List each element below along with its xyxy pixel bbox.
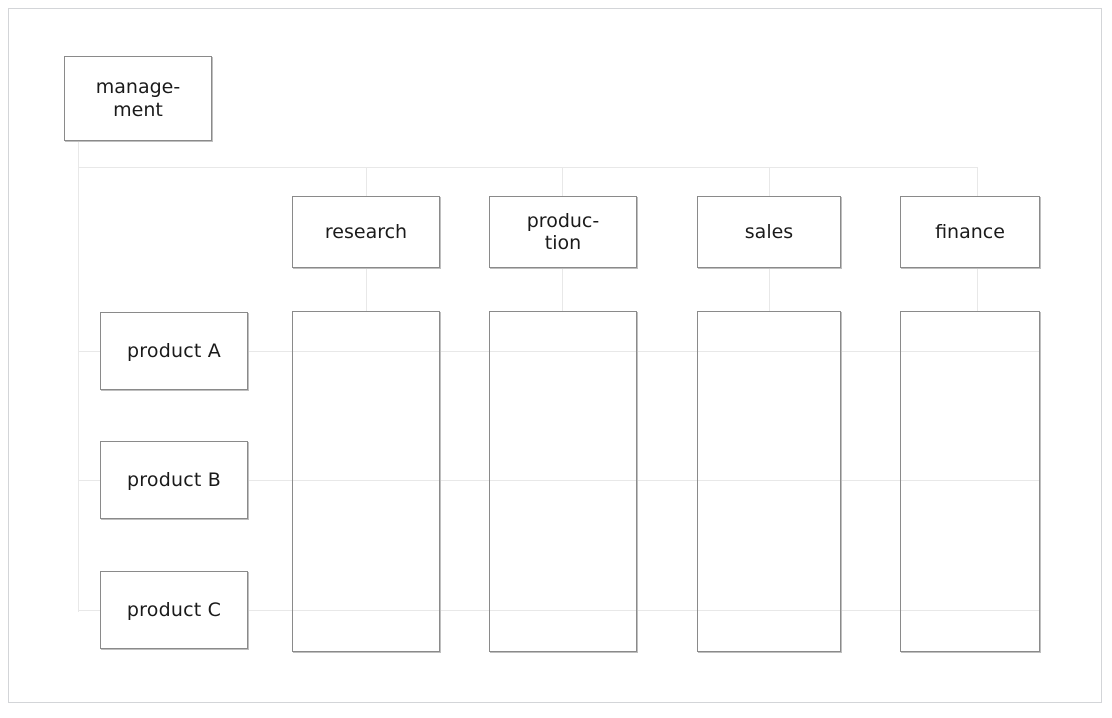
connector-drop-finance: [977, 167, 978, 197]
node-management-label: manage- ment: [95, 76, 181, 121]
connector-sales-column: [769, 268, 770, 311]
connector-drop-sales: [769, 167, 770, 197]
node-department-production-label: produc- tion: [526, 209, 600, 254]
connector-research-column: [366, 268, 367, 311]
column-finance[interactable]: [900, 311, 1040, 652]
connector-drop-research: [366, 167, 367, 197]
column-sales[interactable]: [697, 311, 841, 652]
connector-finance-column: [977, 268, 978, 311]
node-department-finance-label: finance: [935, 220, 1005, 243]
node-product-b-label: product B: [127, 468, 221, 491]
connector-department-bar: [78, 167, 978, 168]
node-department-production[interactable]: produc- tion: [489, 196, 637, 268]
connector-drop-production: [562, 167, 563, 197]
column-production[interactable]: [489, 311, 637, 652]
connector-product-c-rail: [78, 610, 1040, 611]
node-department-research-label: research: [324, 220, 408, 243]
node-product-c-label: product C: [126, 598, 222, 621]
node-department-sales[interactable]: sales: [697, 196, 841, 268]
node-management[interactable]: manage- ment: [64, 56, 212, 141]
connector-product-b-rail: [78, 480, 1040, 481]
node-product-a-label: product A: [127, 339, 221, 362]
connector-management-spine: [78, 140, 79, 612]
connector-product-a-rail: [78, 351, 1040, 352]
connector-production-column: [562, 268, 563, 311]
node-department-research[interactable]: research: [292, 196, 440, 268]
node-department-finance[interactable]: finance: [900, 196, 1040, 268]
node-product-b[interactable]: product B: [100, 441, 248, 519]
node-product-a[interactable]: product A: [100, 312, 248, 390]
column-research[interactable]: [292, 311, 440, 652]
node-product-c[interactable]: product C: [100, 571, 248, 649]
node-department-sales-label: sales: [744, 220, 794, 243]
